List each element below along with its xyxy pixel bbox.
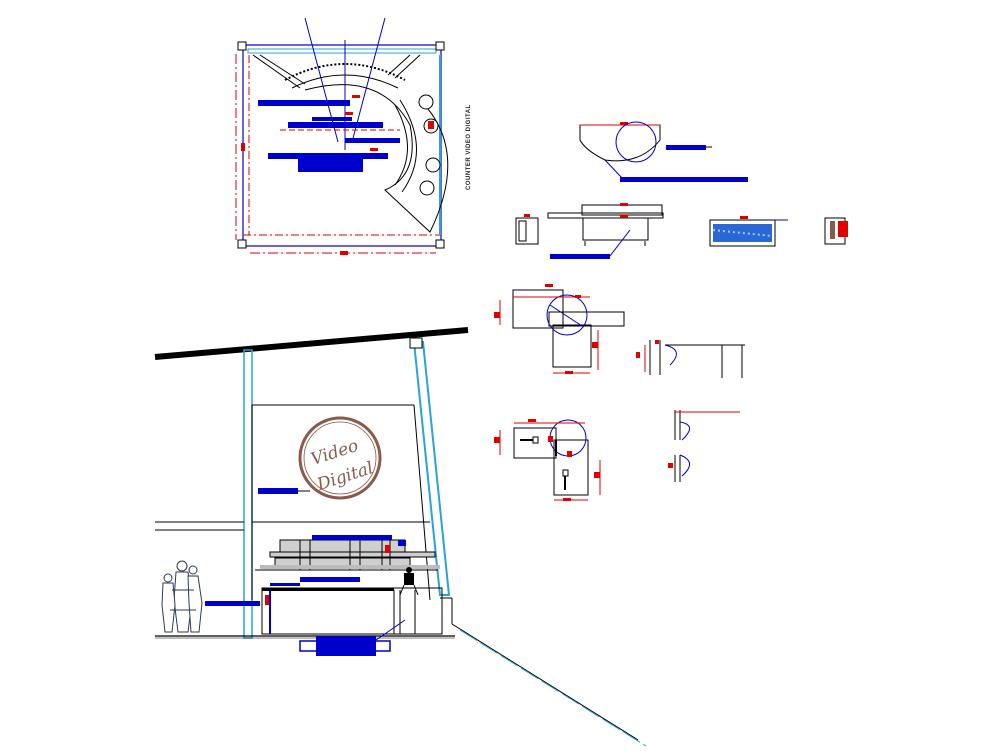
display-case	[709, 219, 776, 247]
detail-side-elevations	[515, 203, 848, 259]
counter-curve	[304, 84, 449, 233]
annotation-bar	[298, 158, 363, 172]
plan-view	[235, 17, 449, 255]
annotation-bar	[258, 100, 350, 106]
annotation-bar	[620, 177, 748, 182]
corner-post	[237, 41, 247, 51]
annotation-bar	[205, 601, 260, 606]
annotation-bar	[288, 122, 383, 128]
annotation-bar	[258, 488, 298, 494]
annotation-bar	[666, 145, 706, 150]
people-silhouettes	[161, 560, 203, 633]
corner-post	[237, 239, 247, 249]
plan-title-text: COUNTER VIDEO DIGITAL	[466, 104, 472, 190]
annotation-bar	[312, 535, 392, 540]
stool-circle	[418, 94, 434, 110]
annotation-bar	[550, 254, 610, 259]
detail-counter-top	[579, 121, 748, 182]
counter-person-icon	[399, 567, 419, 596]
detail-door-1	[636, 340, 745, 378]
stool-circle	[425, 157, 441, 173]
cyan-column	[243, 349, 253, 639]
elevation-view: Video Digital	[154, 327, 647, 747]
logo-circle	[298, 416, 382, 500]
detail-l-counter-1	[494, 284, 625, 374]
corner-post	[435, 41, 445, 51]
ground-slope	[451, 623, 639, 741]
roof-line	[154, 327, 469, 360]
corner-post	[435, 239, 445, 249]
detail-l-counter-2	[494, 419, 601, 501]
annotation-bar	[268, 153, 388, 159]
stool-circle	[419, 180, 435, 196]
annotation-bar	[316, 636, 376, 656]
detail-door-2	[668, 410, 740, 482]
plan-title-label: COUNTER VIDEO DIGITAL	[466, 90, 488, 200]
